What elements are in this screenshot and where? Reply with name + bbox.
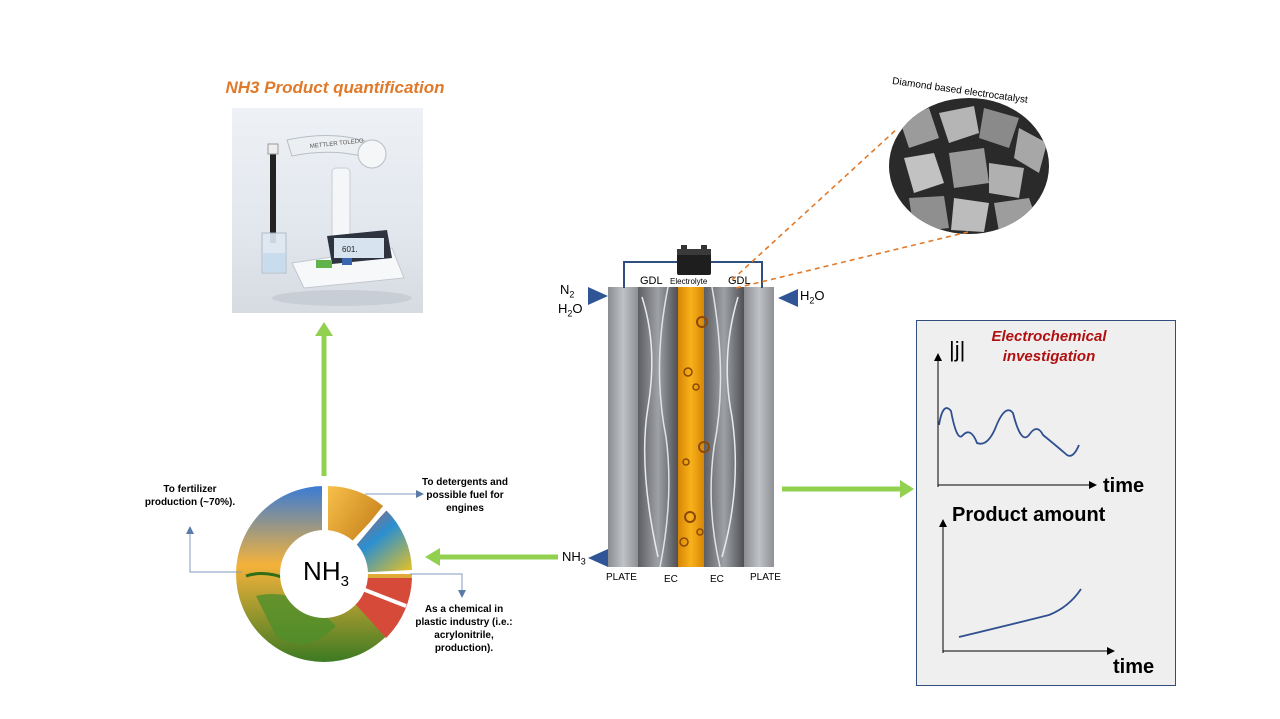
product-chart [939,519,1115,655]
current-ylabel: |j| [949,337,966,362]
nh3-center-label: NH3 [303,556,349,591]
ec-right-label: EC [710,574,724,585]
arrow-to-quantification [315,322,333,476]
detergents-label: To detergents and possible fuel for engi… [422,477,508,514]
inlet-arrow-left [588,287,608,305]
arrow-to-nh3 [425,548,558,566]
plastics-label: As a chemical in plastic industry (i.e.:… [415,604,513,654]
electrochem-title: Electrochemical investigation [991,328,1107,365]
screen-value: 601. [342,245,358,254]
fertilizer-label: To fertilizer production (~70%). [144,484,236,508]
product-xlabel: time [1113,656,1155,678]
plate-right-label: PLATE [750,572,781,583]
product-ylabel: Product amount [952,504,1106,526]
brand-label: METTLER TOLEDO [310,138,365,150]
current-chart [934,353,1097,489]
outlet-arrow [588,549,608,567]
inlet-n2: N2 [560,282,575,300]
ph-meter-photo: METTLER TOLEDO 601. [232,108,423,313]
inlet-h2o-right: H2O [800,288,825,306]
plate-left-label: PLATE [606,572,637,583]
uses-connectors [186,490,466,598]
inlet-arrow-right [778,289,798,307]
arrow-to-panel [782,480,914,498]
quantification-title: NH3 Product quantification [225,78,445,97]
electrochemical-cell [608,286,774,568]
battery-icon [675,245,713,275]
sem-micrograph [889,98,1049,234]
inlet-h2o-left: H2O [558,301,583,319]
electrochemical-panel: Electrochemical investigation |j| time P… [916,320,1176,686]
nh3-uses-ring [236,486,412,662]
gdl-left-label: GDL [640,275,663,287]
zoom-lines [731,127,969,289]
current-xlabel: time [1103,475,1145,497]
current-curve [938,407,1080,457]
ec-left-label: EC [664,574,678,585]
product-curve [958,588,1082,638]
outlet-nh3: NH3 [562,549,586,567]
electrolyte-label: Electrolyte [670,277,708,286]
